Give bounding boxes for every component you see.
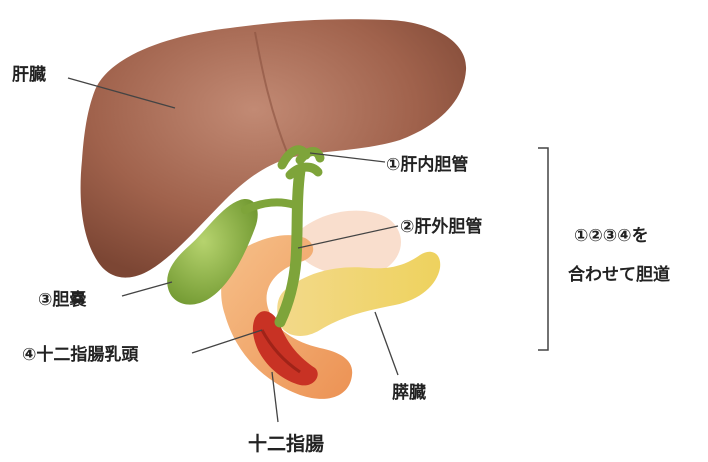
- label-gallbladder: ③胆嚢: [38, 289, 87, 310]
- label-liver: 肝臓: [12, 65, 46, 85]
- label-duodenum: 十二指腸: [248, 432, 324, 455]
- stomach-shadow: [300, 211, 401, 277]
- label-summary-line1: ①②③④を: [574, 226, 649, 246]
- summary-bracket: [538, 148, 548, 350]
- label-papilla: ④十二指腸乳頭: [22, 344, 139, 365]
- leader-pancreas: [375, 312, 398, 375]
- label-intrahepatic-duct: ①肝内胆管: [386, 154, 468, 175]
- label-summary-line2: 合わせて胆道: [568, 264, 670, 285]
- leader-gallbladder: [122, 282, 172, 296]
- label-pancreas: 膵臓: [392, 382, 426, 403]
- cystic-duct-shape: [245, 202, 295, 210]
- label-extrahepatic-duct: ②肝外胆管: [400, 216, 482, 237]
